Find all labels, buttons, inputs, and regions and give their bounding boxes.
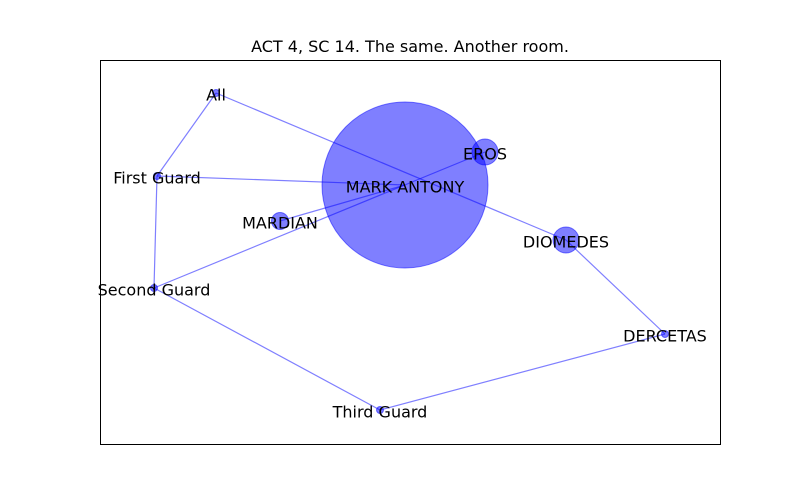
edge-second-guard-third-guard: [153, 287, 381, 411]
edge-first-guard-second-guard: [153, 175, 158, 289]
node-label-mardian: MARDIAN: [242, 214, 318, 233]
node-label-all: All: [206, 86, 226, 105]
node-all: [212, 89, 220, 97]
node-label-eros: EROS: [463, 145, 507, 164]
node-mardian: [271, 212, 289, 230]
node-label-dercetas: DERCETAS: [623, 327, 707, 346]
node-third-guard: [376, 406, 384, 414]
node-mark-antony: [321, 101, 489, 269]
node-label-third-guard: Third Guard: [332, 403, 428, 422]
node-label-diomedes: DIOMEDES: [523, 233, 609, 252]
node-label-first-guard: First Guard: [113, 169, 201, 188]
node-label-mark-antony: MARK ANTONY: [346, 178, 465, 197]
node-eros: [471, 138, 499, 166]
edge-diomedes-dercetas: [565, 239, 666, 335]
node-diomedes: [552, 226, 580, 254]
edge-all-first-guard: [156, 92, 217, 177]
edge-dercetas-third-guard: [379, 333, 666, 411]
chart-title: ACT 4, SC 14. The same. Another room.: [251, 37, 569, 56]
node-second-guard: [150, 284, 158, 292]
node-dercetas: [661, 330, 669, 338]
node-label-second-guard: Second Guard: [98, 281, 211, 300]
plot-frame: [100, 60, 721, 445]
node-first-guard: [153, 172, 161, 180]
node-layer: [150, 89, 669, 414]
